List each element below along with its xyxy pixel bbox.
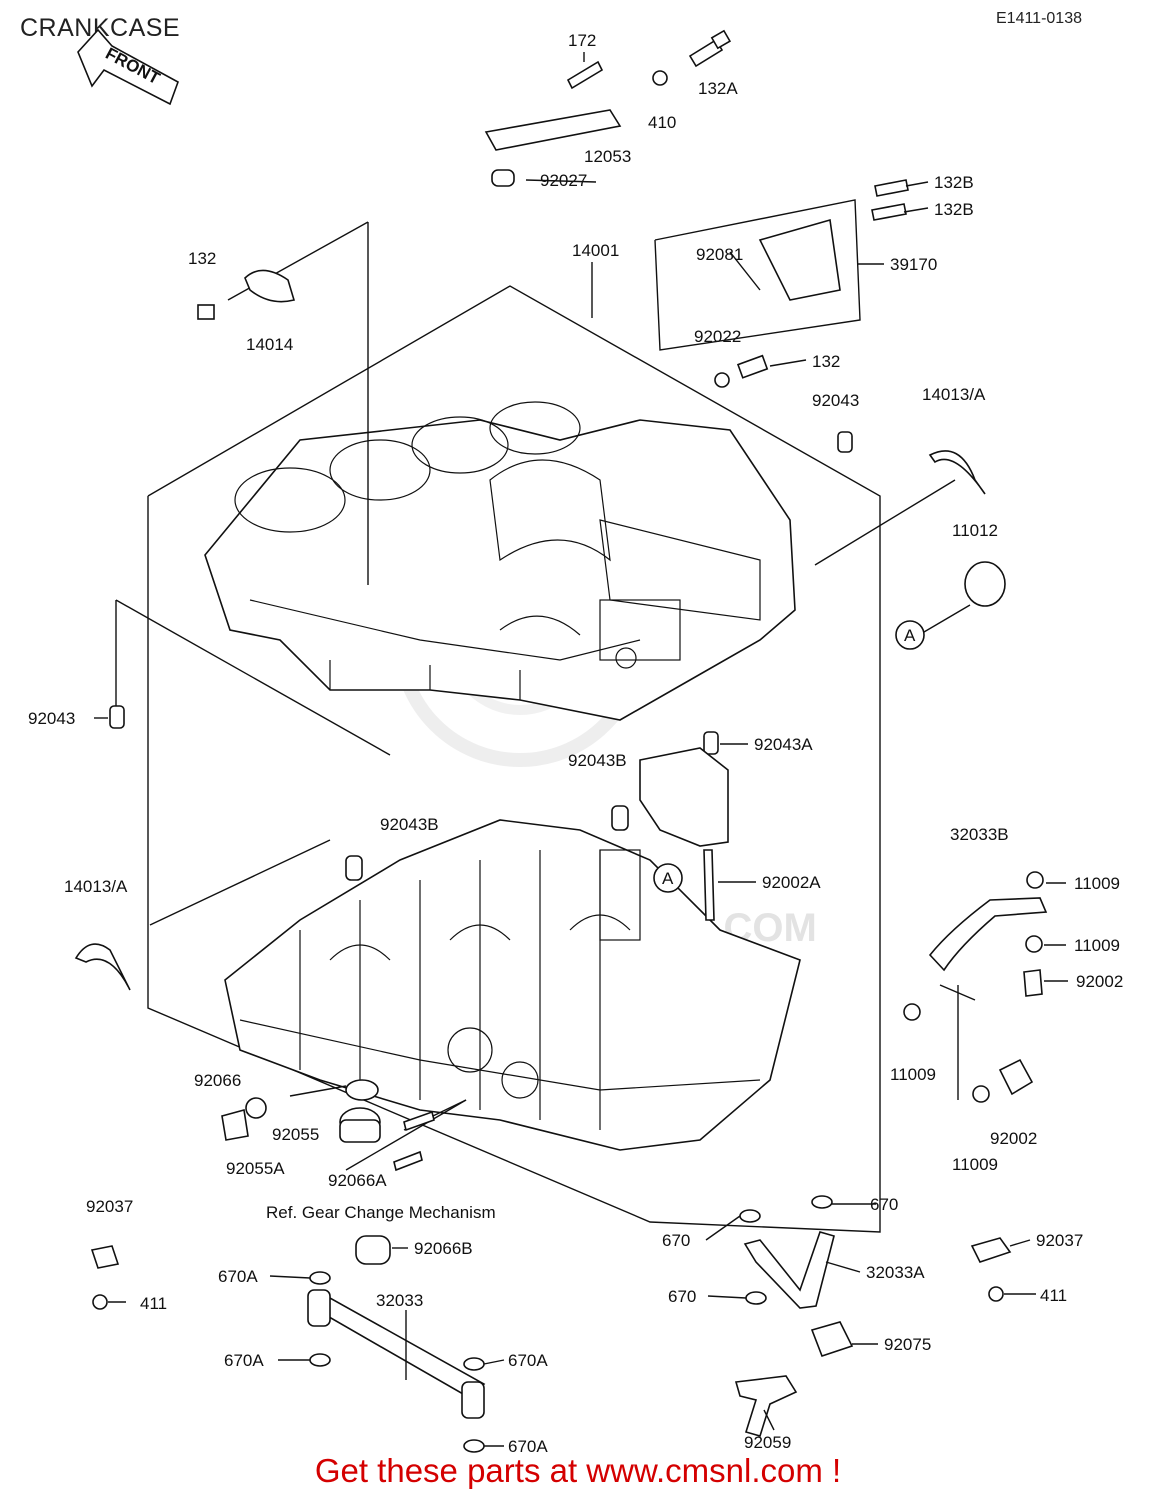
- dowel-92043B-lower: [345, 855, 363, 881]
- lower-crankcase-half: [224, 819, 801, 1151]
- dowel-92043A: [703, 731, 719, 755]
- callout-172: 172: [568, 31, 596, 50]
- callout-410: 410: [648, 113, 676, 132]
- callout-39170: 39170: [890, 255, 937, 274]
- callout-670-3: 670: [668, 1287, 696, 1306]
- callout-14013A-top: 14013/A: [922, 385, 986, 404]
- reference-marker-a-right: [895, 604, 971, 650]
- callout-32033: 32033: [376, 1291, 423, 1310]
- oil-pipe-32033: [307, 1271, 486, 1453]
- callout-670-1: 670: [870, 1195, 898, 1214]
- callout-670A-4: 670A: [508, 1437, 548, 1456]
- plug-92066B: [355, 1235, 391, 1265]
- front-direction-arrow: FRONT: [77, 28, 179, 106]
- callout-11012: 11012: [952, 521, 998, 540]
- washer-410: [652, 70, 668, 86]
- callout-92066B: 92066B: [414, 1239, 473, 1258]
- callout-670A-2: 670A: [224, 1351, 264, 1370]
- callout-92055: 92055: [272, 1125, 319, 1144]
- callout-a-right: A: [904, 626, 916, 645]
- dowel-92027: [491, 169, 515, 187]
- bracket-92075: [810, 1321, 854, 1358]
- breather-cover-39170: [729, 179, 909, 301]
- callout-92075: 92075: [884, 1335, 931, 1354]
- callout-11009-3: 11009: [890, 1065, 936, 1084]
- bolt-132-with-washer-92022: [714, 354, 769, 388]
- callout-92002-2: 92002: [990, 1129, 1037, 1148]
- callout-92043A: 92043A: [754, 735, 813, 754]
- callout-411-right: 411: [1040, 1286, 1067, 1305]
- callout-92043B-2: 92043B: [380, 815, 439, 834]
- bracket-12053: [484, 109, 622, 151]
- breather-group-frame: [654, 199, 861, 351]
- reference-marker-a-center: [653, 863, 683, 893]
- callout-670A-3: 670A: [508, 1351, 548, 1370]
- callout-92066: 92066: [194, 1071, 241, 1090]
- crankcase-assembly-frame: [147, 285, 881, 1233]
- part-number-callouts: 172 132A 410 12053 92027 132B 132B 132 1…: [28, 31, 1123, 1456]
- callout-14001: 14001: [572, 241, 619, 260]
- diagram-reference-code: E1411-0138: [996, 10, 1082, 27]
- callout-92043-left: 92043: [28, 709, 75, 728]
- dowel-92043-top: [837, 431, 853, 453]
- dowel-92043-left: [109, 705, 125, 729]
- oil-filter-92066A: [339, 1079, 381, 1143]
- callout-92066A: 92066A: [328, 1171, 387, 1190]
- callout-92022: 92022: [694, 327, 741, 346]
- bearing-insert-14013A-top: [928, 450, 986, 495]
- callout-132B-1: 132B: [934, 173, 974, 192]
- callout-92027: 92027: [540, 171, 587, 190]
- callout-132A: 132A: [698, 79, 738, 98]
- clamp-92037-left: [90, 1245, 120, 1310]
- stud-172: [566, 52, 604, 90]
- callout-12053: 12053: [584, 147, 631, 166]
- callout-92002-1: 92002: [1076, 972, 1123, 991]
- callout-32033A: 32033A: [866, 1263, 925, 1282]
- bolt-92002A: [703, 849, 715, 921]
- knock-pin-14014: [197, 269, 296, 320]
- callout-11009-1: 11009: [1074, 874, 1120, 893]
- dowel-92043B-upper: [611, 805, 629, 831]
- oil-pipe-32033B: [903, 871, 1048, 1103]
- callout-a-center: A: [662, 869, 674, 888]
- callout-132-mid: 132: [812, 352, 840, 371]
- callout-92059: 92059: [744, 1433, 791, 1452]
- upper-crankcase-half: [204, 401, 796, 721]
- callout-132B-2: 132B: [934, 200, 974, 219]
- callout-14014: 14014: [246, 335, 293, 354]
- bolt-132A: [688, 29, 732, 68]
- label-leaders: [94, 179, 1068, 1447]
- callout-92055A: 92055A: [226, 1159, 285, 1178]
- callout-92037-left: 92037: [86, 1197, 133, 1216]
- callout-11009-2: 11009: [1074, 936, 1120, 955]
- oil-seal-11012: [964, 561, 1006, 607]
- callout-92081: 92081: [696, 245, 743, 264]
- oil-pipe-32033A: [739, 1195, 835, 1309]
- callout-92043-top: 92043: [812, 391, 859, 410]
- drain-plug-92066: [221, 1097, 267, 1141]
- callout-411-left: 411: [140, 1294, 167, 1313]
- callout-92002A: 92002A: [762, 873, 821, 892]
- gear-change-reference-note: Ref. Gear Change Mechanism: [266, 1203, 496, 1222]
- union-92059: [734, 1375, 798, 1437]
- clamp-92037-right: [970, 1237, 1012, 1302]
- callout-92037-right: 92037: [1036, 1231, 1083, 1250]
- bearing-insert-14013A-left: [74, 943, 131, 991]
- callout-132-top: 132: [188, 249, 216, 268]
- callout-32033B: 32033B: [950, 825, 1009, 844]
- callout-670-2: 670: [662, 1231, 690, 1250]
- callout-92043B-1: 92043B: [568, 751, 627, 770]
- callout-11009-4: 11009: [952, 1155, 998, 1174]
- callout-14013A-left: 14013/A: [64, 877, 128, 896]
- promo-link-text[interactable]: Get these parts at www.cmsnl.com !: [314, 1452, 842, 1489]
- stud-pair: [393, 1110, 435, 1172]
- callout-670A-1: 670A: [218, 1267, 258, 1286]
- bearing-cap: [639, 747, 729, 847]
